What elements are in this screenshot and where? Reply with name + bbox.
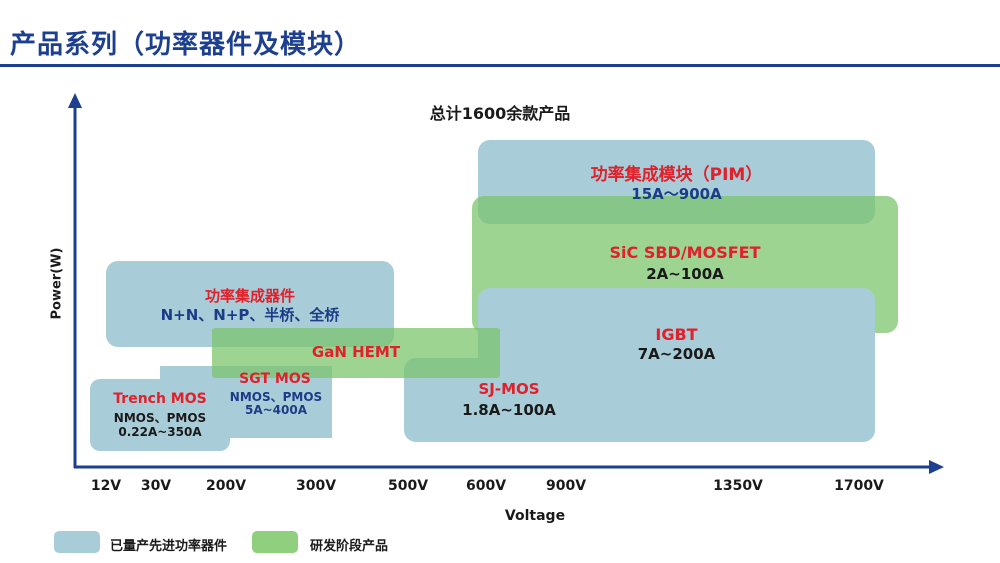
- legend-label-mass-production: 已量产先进功率器件: [110, 539, 228, 554]
- x-axis-arrow: [929, 460, 944, 474]
- trench-mos-range: 0.22A~350A: [118, 425, 202, 439]
- pim-name: 功率集成模块（PIM）: [590, 165, 763, 185]
- integrated-device-range: N+N、N+P、半桥、全桥: [160, 306, 340, 324]
- sgt-mos-types: NMOS、PMOS: [229, 390, 323, 404]
- igbt-name: IGBT: [655, 325, 698, 344]
- page-title: 产品系列（功率器件及模块）: [10, 30, 362, 60]
- sgt-mos-range: 5A~400A: [244, 403, 308, 417]
- y-axis-arrow: [68, 93, 82, 108]
- x-tick: 600V: [465, 478, 507, 494]
- x-tick: 1350V: [713, 478, 763, 494]
- pim-range: 15A～900A: [631, 185, 722, 203]
- sic-name: SiC SBD/MOSFET: [609, 243, 761, 262]
- x-tick: 30V: [140, 478, 172, 494]
- title-divider: [0, 64, 1000, 67]
- trench-mos-name: Trench MOS: [113, 391, 207, 407]
- x-tick: 300V: [295, 478, 337, 494]
- x-tick: 200V: [205, 478, 247, 494]
- legend-label-development: 研发阶段产品: [310, 539, 389, 554]
- y-axis-label: Power(W): [49, 247, 65, 320]
- sic-range: 2A~100A: [646, 265, 724, 283]
- igbt-range: 7A~200A: [637, 345, 716, 363]
- integrated-device-name: 功率集成器件: [204, 287, 295, 305]
- x-tick: 12V: [90, 478, 122, 494]
- legend-swatch-mass-production: [54, 531, 100, 553]
- x-tick: 1700V: [834, 478, 884, 494]
- x-tick: 500V: [387, 478, 429, 494]
- x-axis-label: Voltage: [504, 508, 566, 524]
- sj-mos-range: 1.8A~100A: [462, 401, 556, 419]
- diagram-title: 总计1600余款产品: [429, 104, 571, 123]
- sgt-mos-name: SGT MOS: [239, 371, 311, 387]
- legend-swatch-development: [252, 531, 298, 553]
- x-tick: 900V: [545, 478, 587, 494]
- trench-mos-types: NMOS、PMOS: [113, 411, 207, 425]
- gan-region: [212, 328, 500, 378]
- gan-name: GaN HEMT: [311, 343, 401, 361]
- sj-mos-name: SJ-MOS: [478, 380, 540, 398]
- trench-mos-region: [90, 379, 230, 451]
